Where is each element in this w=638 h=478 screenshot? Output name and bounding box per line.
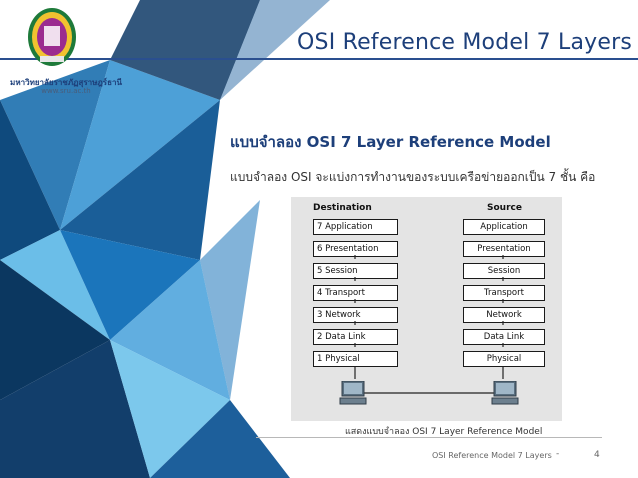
- src-layer-transport: Transport: [463, 285, 545, 301]
- diagram-connectors: [354, 255, 504, 394]
- src-layer-data-link: Data Link: [463, 329, 545, 345]
- diagram-caption: แสดงแบบจำลอง OSI 7 Layer Reference Model: [345, 427, 543, 437]
- dest-layer-physical: 1 Physical: [313, 351, 398, 367]
- title-underline: [0, 58, 638, 60]
- university-name: มหาวิทยาลัยราชภัฏสุราษฎร์ธานี: [10, 78, 122, 87]
- src-layer-physical: Physical: [463, 351, 545, 367]
- source-computer-icon: [491, 381, 519, 405]
- university-url: www.sru.ac.th: [41, 87, 91, 95]
- section-heading: แบบจำลอง OSI 7 Layer Reference Model: [230, 133, 551, 151]
- dest-layer-application: 7 Application: [313, 219, 398, 235]
- destination-computer-icon: [339, 381, 367, 405]
- footer-title: OSI Reference Model 7 Layers: [432, 451, 552, 460]
- page-title: OSI Reference Model 7 Layers: [297, 30, 632, 55]
- osi-diagram: Destination Source 7 Application 6 Prese…: [291, 197, 562, 421]
- university-logo-icon: [28, 8, 76, 66]
- src-layer-network: Network: [463, 307, 545, 323]
- section-description: แบบจำลอง OSI จะแบ่งการทำงานของระบบเครือข…: [230, 170, 596, 184]
- src-layer-session: Session: [463, 263, 545, 279]
- footer-divider: [256, 437, 602, 438]
- page-number: 4: [594, 450, 600, 460]
- src-layer-application: Application: [463, 219, 545, 235]
- footer-separator: -: [556, 449, 560, 459]
- source-title: Source: [487, 203, 522, 213]
- src-layer-presentation: Presentation: [463, 241, 545, 257]
- destination-title: Destination: [313, 203, 372, 213]
